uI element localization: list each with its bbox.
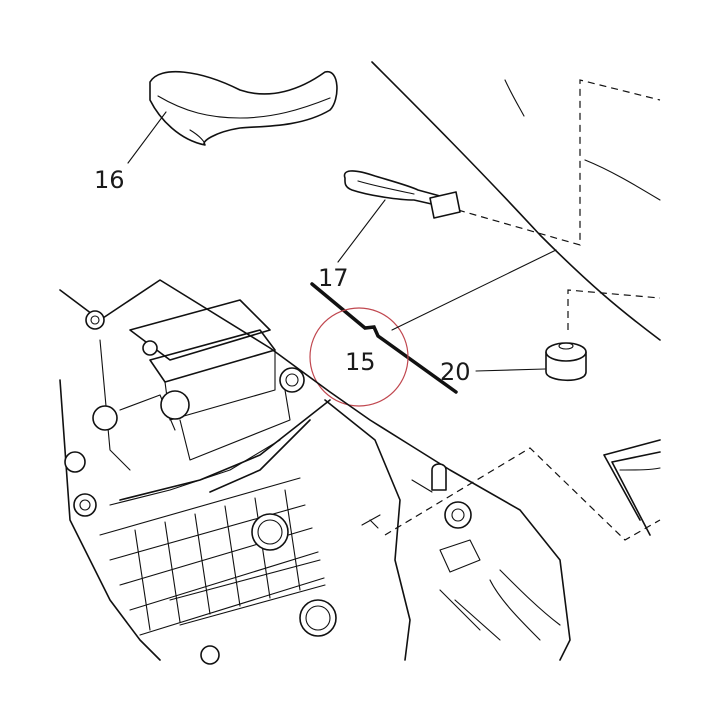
part-16-pad: [149, 70, 338, 146]
part-20-grommet: [545, 342, 587, 382]
dashed-leader-20: [567, 289, 661, 330]
leader-17: [337, 199, 386, 263]
callout-17: 17: [318, 264, 349, 292]
callout-15: 15: [345, 348, 376, 376]
part-15-strip: [310, 282, 458, 394]
leader-15: [391, 249, 557, 331]
main-frame-assembly: [59, 279, 571, 665]
callout-16: 16: [94, 166, 125, 194]
callout-20: 20: [440, 358, 471, 386]
highlight-circle-15: [309, 307, 409, 407]
housing-outline: [371, 61, 661, 341]
side-bracket: [603, 439, 661, 536]
housing-inner-curve: [504, 79, 525, 117]
part-17-clip: [343, 170, 461, 219]
leader-16: [127, 111, 167, 164]
dashed-leader-lower: [384, 447, 661, 541]
housing-detail-line: [584, 159, 661, 201]
leader-20: [475, 368, 546, 372]
dashed-leader-17: [457, 79, 661, 246]
